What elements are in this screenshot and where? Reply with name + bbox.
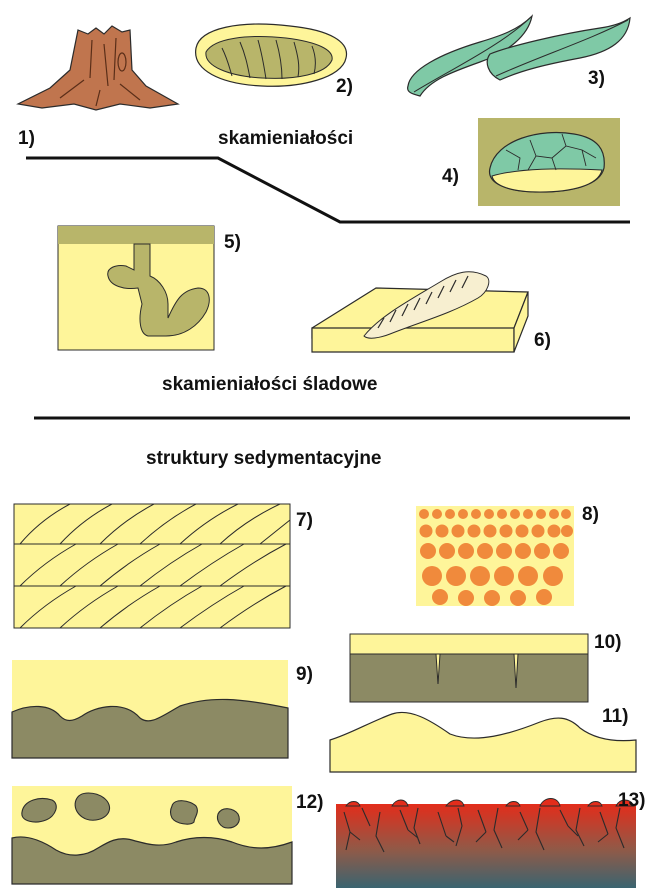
label-8: 8) bbox=[582, 504, 599, 525]
label-1: 1) bbox=[18, 128, 35, 149]
ripple-marks-structure bbox=[330, 712, 636, 772]
title-trace-fossils: skamieniałości śladowe bbox=[162, 374, 377, 395]
cross-bedding-structure bbox=[14, 504, 290, 628]
burrow-trace-fossil bbox=[58, 226, 214, 350]
label-12: 12) bbox=[296, 792, 323, 813]
mud-cracks-structure bbox=[350, 634, 588, 702]
label-4: 4) bbox=[442, 166, 459, 187]
label-2: 2) bbox=[336, 76, 353, 97]
concretion-fossil bbox=[478, 118, 620, 206]
weathering-surface-structure bbox=[336, 799, 636, 889]
tree-stump-fossil bbox=[18, 26, 178, 110]
label-11: 11) bbox=[602, 706, 628, 727]
graded-bedding-structure bbox=[416, 506, 574, 606]
label-5: 5) bbox=[224, 232, 241, 253]
label-10: 10) bbox=[594, 632, 621, 653]
label-13: 13) bbox=[618, 790, 645, 811]
bivalve-shell-fossil bbox=[196, 24, 347, 86]
erosional-surface-structure bbox=[12, 660, 288, 758]
label-6: 6) bbox=[534, 330, 551, 351]
label-7: 7) bbox=[296, 510, 313, 531]
title-fossils: skamieniałości bbox=[218, 128, 353, 149]
label-9: 9) bbox=[296, 664, 313, 685]
mud-clasts-structure bbox=[12, 786, 292, 884]
label-3: 3) bbox=[588, 68, 605, 89]
title-sedimentary-structures: struktury sedymentacyjne bbox=[146, 448, 382, 469]
trail-trace-fossil bbox=[312, 272, 528, 352]
